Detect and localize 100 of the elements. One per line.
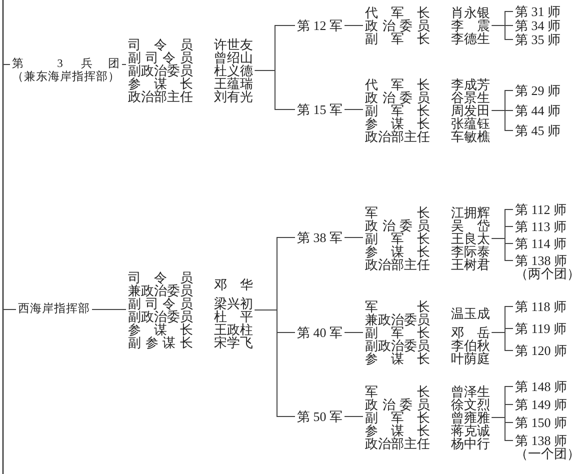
tree-connector [491,417,514,441]
division-label: 第 138 师 [515,434,567,447]
note-text: （两个团） [515,267,580,280]
staff-title: 参谋长 [365,352,430,365]
division-label: 第 113 师 [515,220,567,233]
division-label: 第 114 师 [515,237,567,250]
staff-title: 副参谋长 [128,336,193,349]
staff-name: 李伯秋 [450,339,490,352]
tree-connector [2,309,16,310]
staff-title: 代军长 [365,78,430,91]
division-label: 第 112 师 [515,203,567,216]
staff-name: 李德生 [450,32,490,45]
staff-title: 政治委员 [365,91,430,104]
tree-connector [122,64,126,65]
staff-name: 肖永银 [450,6,490,19]
tree-connector [491,110,514,131]
staff-title: 司令员 [128,271,193,284]
division-label: 第 120 师 [515,344,567,357]
staff-name: 杨中行 [450,437,490,450]
staff-title: 副军长 [365,104,430,117]
army-label: 第 40 军 [297,326,342,339]
army-label: 第 38 军 [297,231,342,244]
staff-name: 杜义德 [214,64,253,77]
unit-label: 西海岸指挥部 [18,303,90,316]
staff-title: 兼政治委员 [128,284,193,297]
tree-connector [491,238,514,261]
division-label: 第 118 师 [515,300,567,313]
tree-connector [344,416,364,417]
staff-title: 参谋长 [365,117,430,130]
army-label: 第 50 军 [297,410,342,423]
tree-connector [344,332,364,333]
division-label: 第 119 师 [515,322,567,335]
staff-title: 司令员 [128,38,193,51]
staff-name: 杜平 [214,310,253,323]
staff-title: 参谋长 [365,424,430,437]
staff-name: 李震 [450,19,490,32]
staff-name: 刘有光 [214,90,253,103]
staff-name: 张蕴钰 [450,117,490,130]
staff-name: 温玉成 [450,306,490,320]
staff-title: 副军长 [365,232,430,245]
tree-connector [491,25,514,40]
staff-title: 副军长 [365,411,430,424]
division-label: 第 44 师 [515,104,560,117]
tree-connector [344,25,364,26]
tree-connector [491,332,514,351]
staff-name: 谷景生 [450,91,490,104]
staff-title: 副司令员 [128,297,193,310]
staff-name: 叶荫庭 [450,352,490,365]
tree-connector [344,109,364,110]
staff-name: 曾雍雅 [450,411,490,424]
staff-name: 徐文烈 [450,398,490,411]
staff-title: 政治委员 [365,19,430,32]
staff-name: 周发田 [450,104,490,117]
staff-title: 参谋长 [128,323,193,336]
staff-title: 副司令员 [128,51,193,64]
unit-label: 第 3 兵团 [12,58,120,70]
staff-name: 车敏樵 [450,130,490,143]
staff-title: 军长 [365,300,430,313]
staff-title: 政治部主任 [365,258,430,271]
tree-connector [344,237,364,238]
division-label: 第 31 师 [515,5,560,18]
staff-name: 邓岳 [450,326,490,339]
division-label: 第 29 师 [515,84,560,97]
staff-name: 蒋克诚 [450,424,490,437]
staff-name: 王政柱 [214,323,253,336]
staff-title: 政治部主任 [365,437,430,450]
staff-title: 政治委员 [365,219,430,232]
staff-title: 军长 [365,206,430,219]
staff-name: 江拥辉 [450,206,490,219]
staff-title: 军长 [365,385,430,398]
staff-title: 副政治委员 [365,339,430,352]
staff-name: 许世友 [214,38,253,51]
staff-name: 吴岱 [450,219,490,232]
staff-title: 兼政治委员 [365,313,430,326]
army-label: 第 12 军 [297,19,342,32]
division-label: 第 35 师 [515,33,560,46]
army-label: 第 15 军 [297,103,342,116]
tree-connector [2,64,10,65]
staff-title: 副军长 [365,32,430,45]
division-label: 第 148 师 [515,380,567,393]
staff-name: 曾绍山 [214,51,253,64]
staff-name: 曾泽生 [450,385,490,398]
staff-title: 参谋长 [365,245,430,258]
staff-name: 李际泰 [450,245,490,258]
staff-title: 政治委员 [365,398,430,411]
staff-name: 宋学飞 [214,336,253,349]
staff-name: 李成芳 [450,78,490,91]
division-label: 第 34 师 [515,19,560,32]
staff-title: 政治部主任 [128,90,193,103]
staff-name: 梁兴初 [214,297,253,310]
division-label: 第 150 师 [515,416,567,429]
staff-name: 邓华 [214,278,253,290]
note-text: （兼东海岸指挥部） [12,71,120,84]
staff-name: 王树君 [450,258,490,271]
note-text: （一个团） [515,447,580,460]
staff-name: 王良太 [450,232,490,245]
staff-title: 参谋长 [128,77,193,90]
division-label: 第 138 师 [515,254,567,267]
tree-connector [254,70,296,110]
staff-title: 政治部主任 [365,130,430,143]
